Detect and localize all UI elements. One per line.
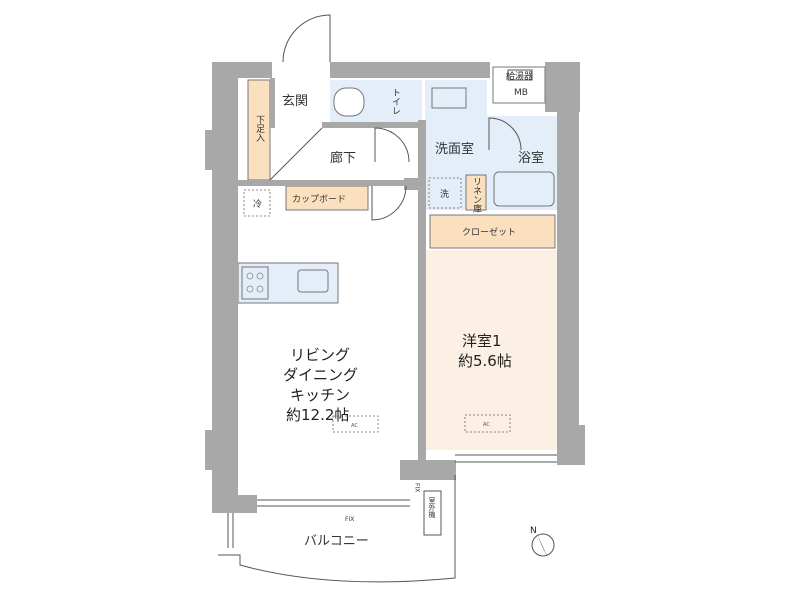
linen-storage <box>465 174 487 211</box>
washer-label: 洗 <box>440 188 449 200</box>
bath-door[interactable] <box>488 117 522 151</box>
shoe-storage-label: 下足入 <box>254 115 265 142</box>
cupboard <box>285 185 369 211</box>
entrance-label: 玄関 <box>282 94 308 109</box>
bathtub-icon <box>493 171 555 207</box>
linen-label: リネン庫 <box>471 177 482 214</box>
fridge-label: 冷 <box>253 198 262 210</box>
outdoor-unit <box>423 490 442 536</box>
kitchen-counter <box>237 262 339 304</box>
ac-room-label: AC <box>483 422 490 428</box>
balcony-label: バルコニー <box>304 534 369 549</box>
fix-side-label: FIX <box>414 483 421 492</box>
ldk-size: 約12.2帖 <box>286 406 349 424</box>
sink-icon <box>297 269 329 293</box>
washbasin-icon <box>431 87 467 109</box>
cupboard-label: カップボード <box>292 194 346 205</box>
closet <box>429 214 556 249</box>
bedroom-name: 洋室1 <box>462 332 502 350</box>
bedroom-floor <box>425 250 557 450</box>
walls <box>205 62 585 513</box>
compass-north-label: N <box>530 526 537 536</box>
outdoor-unit-label: 室外機 <box>428 496 436 519</box>
washer-icon <box>428 177 462 209</box>
water-heater-label: 給湯器 <box>506 70 533 82</box>
toilet-icon <box>333 87 365 117</box>
bedroom-size: 約5.6帖 <box>458 352 512 370</box>
hallway-label: 廊下 <box>330 150 356 166</box>
bathroom-label: 浴室 <box>518 150 544 166</box>
fix-bottom-label: FIX <box>345 516 354 523</box>
toilet-door[interactable] <box>374 127 410 163</box>
washroom-label: 洗面室 <box>435 141 474 157</box>
mb-label: MB <box>514 88 528 98</box>
fridge-icon <box>243 189 271 217</box>
toilet-label: トイレ <box>390 88 401 115</box>
bathroom-floor <box>487 116 557 210</box>
ldk-line2: ダイニング <box>283 366 358 384</box>
ldk-line1: リビング <box>290 346 350 364</box>
balcony-outline <box>218 475 456 583</box>
compass-icon: N <box>530 526 555 560</box>
closet-label: クローゼット <box>462 226 516 238</box>
ldk-line3: キッチン <box>290 386 350 404</box>
stove-icon <box>241 266 269 300</box>
ac-ldk-label: AC <box>351 423 358 429</box>
ldk-door[interactable] <box>371 185 407 221</box>
entry-door[interactable] <box>282 14 331 63</box>
